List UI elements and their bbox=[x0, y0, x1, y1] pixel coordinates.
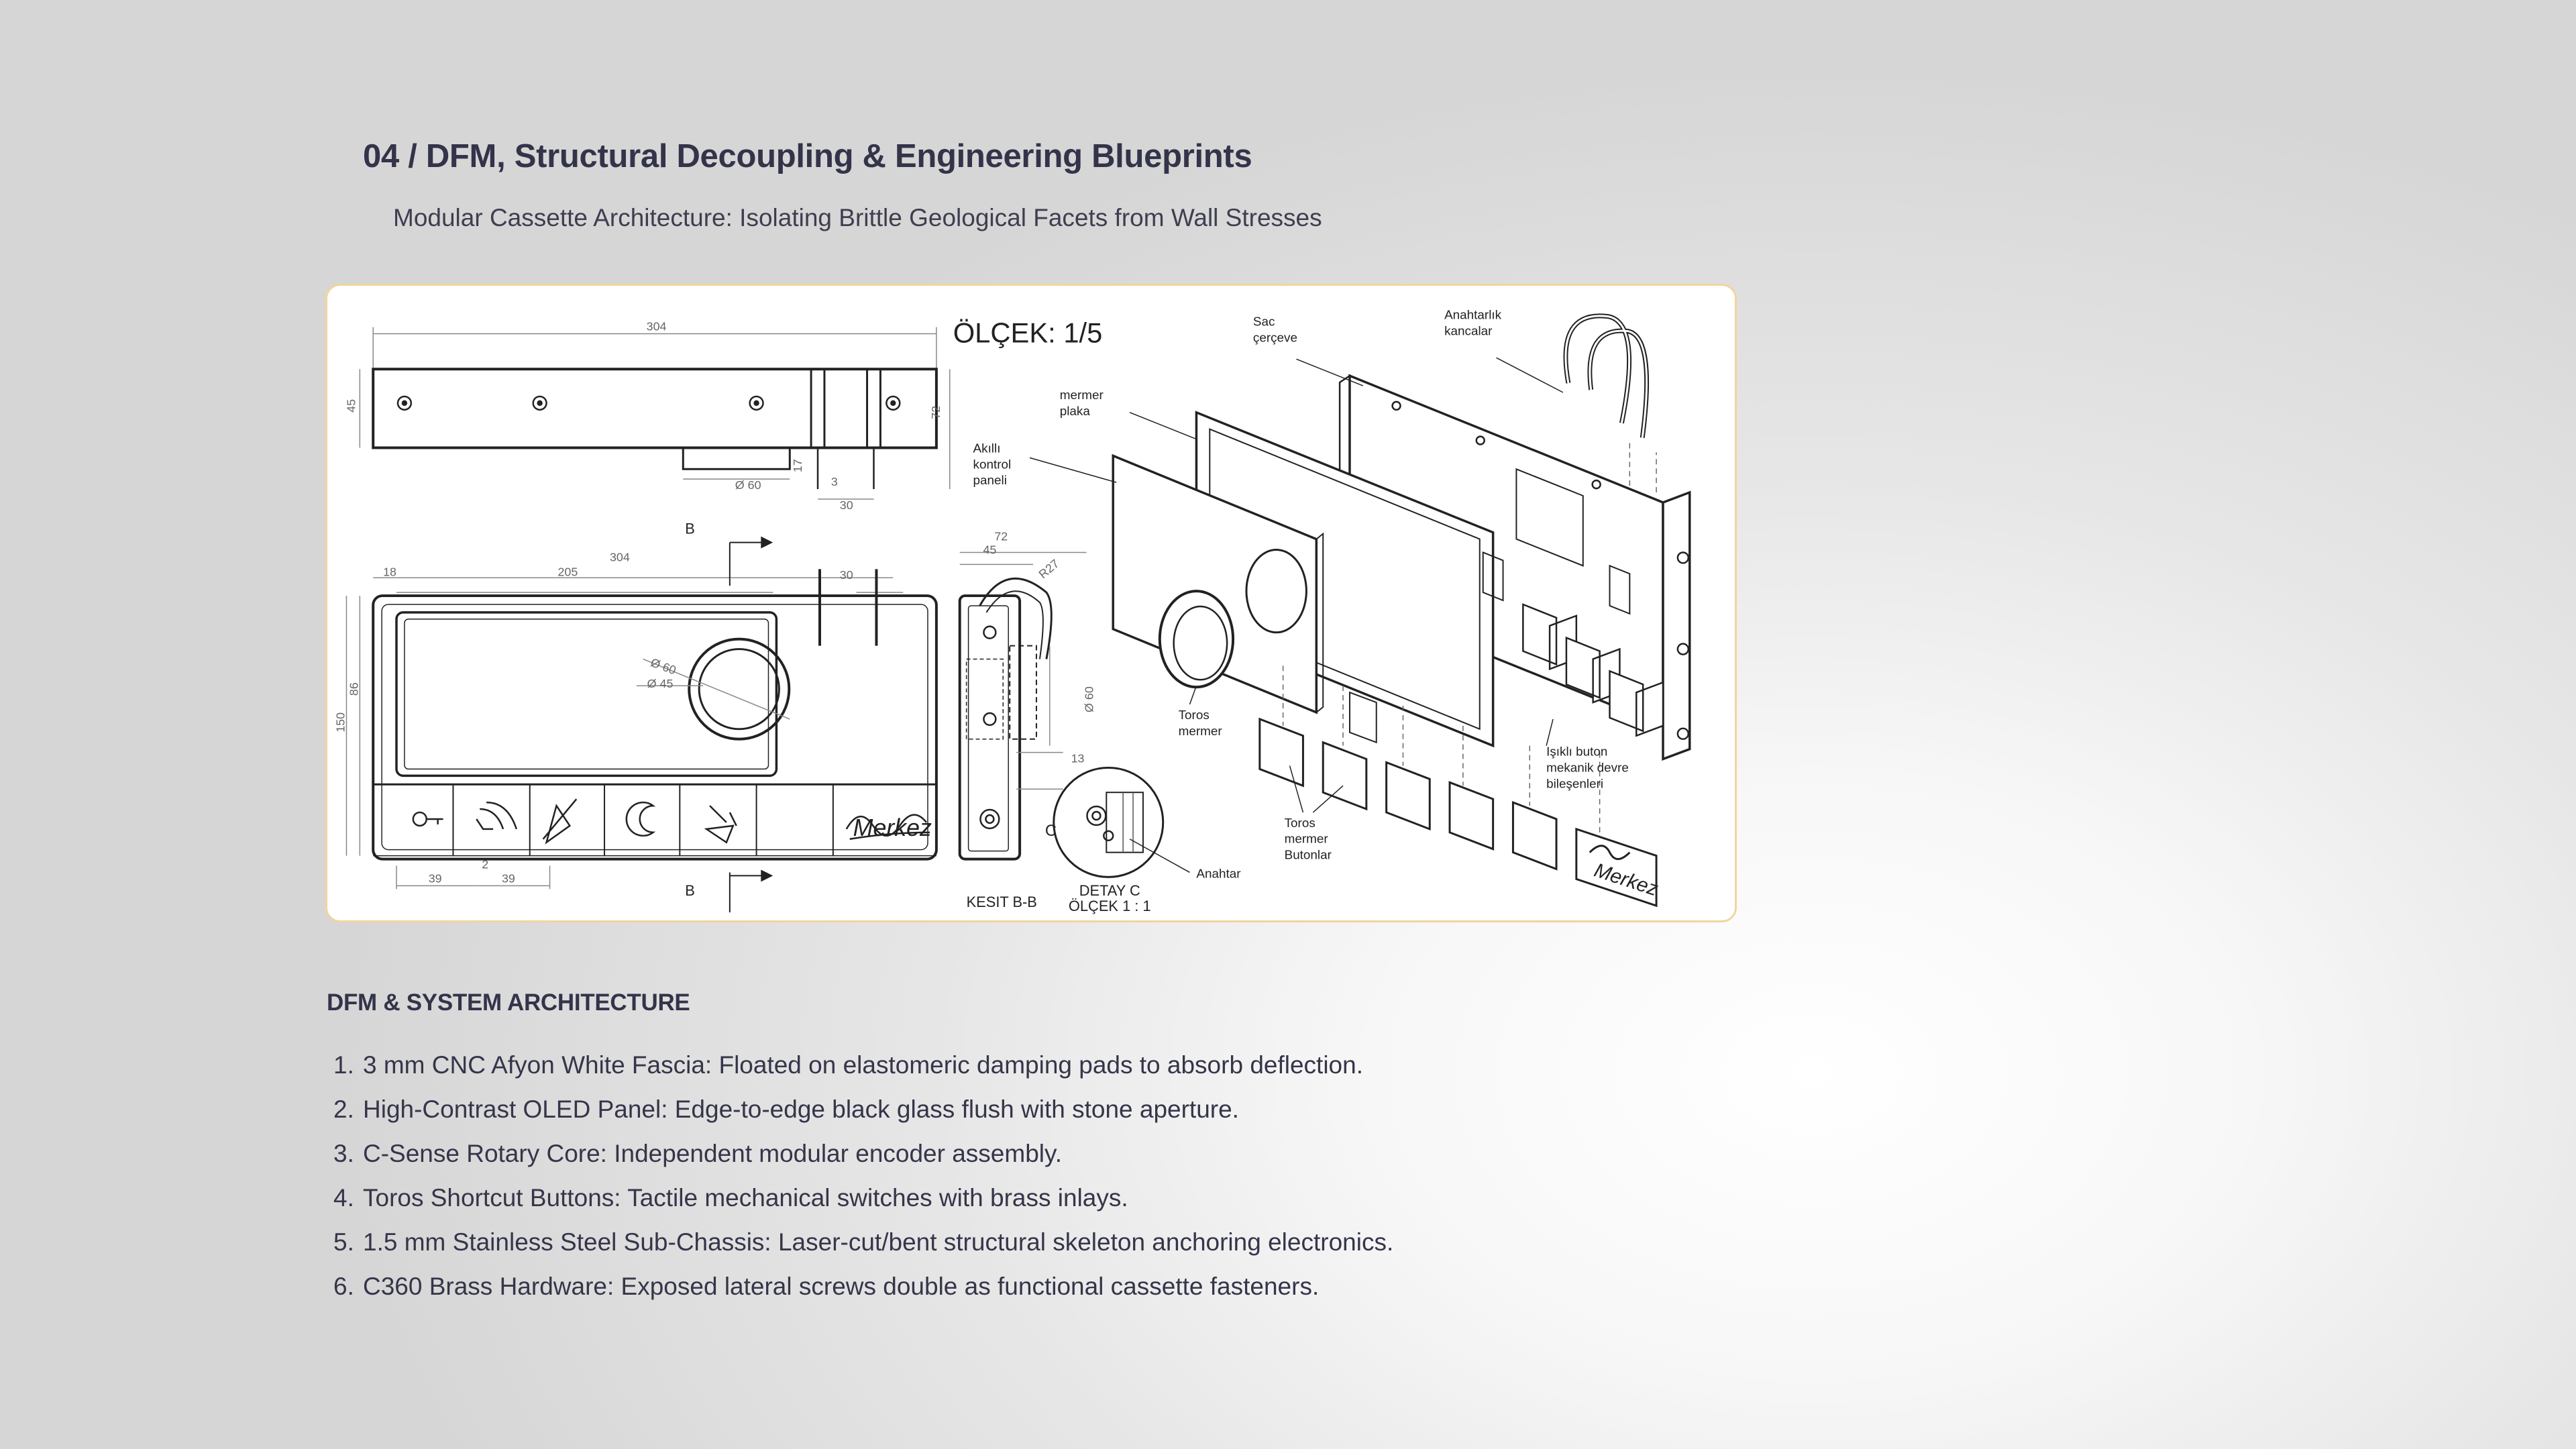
dimension-label: Ø 45 bbox=[647, 677, 674, 690]
detail-scale-label: ÖLÇEK 1 : 1 bbox=[1069, 898, 1151, 914]
list-item: 1. 3 mm CNC Afyon White Fascia: Floated o… bbox=[333, 1043, 1393, 1087]
item-text: 3 mm CNC Afyon White Fascia: Floated on … bbox=[363, 1051, 1363, 1079]
list-item: 6. C360 Brass Hardware: Exposed lateral s… bbox=[333, 1265, 1393, 1309]
detail-label: DETAY C bbox=[1079, 882, 1140, 899]
engineering-blueprint: ÖLÇEK: 1/5 KESIT B-B DETAY C ÖLÇEK 1 : 1… bbox=[333, 309, 1691, 914]
page-subtitle: Modular Cassette Architecture: Isolating… bbox=[393, 204, 1322, 231]
dimension-label: Ø 60 bbox=[649, 655, 678, 677]
dimension-label: 304 bbox=[610, 550, 630, 564]
dimension-label: 39 bbox=[502, 871, 515, 885]
item-number: 1. bbox=[333, 1051, 354, 1079]
item-number: 3. bbox=[333, 1140, 354, 1167]
section-b-b bbox=[958, 551, 1087, 861]
scale-label: ÖLÇEK: 1/5 bbox=[953, 317, 1103, 348]
architecture-list: 1. 3 mm CNC Afyon White Fascia: Floated o… bbox=[333, 1043, 1393, 1309]
dimension-label: 17 bbox=[791, 459, 804, 472]
dimension-label: 30 bbox=[840, 498, 853, 512]
dimension-label: 3 bbox=[831, 475, 838, 488]
blueprint-frame: ÖLÇEK: 1/5 KESIT B-B DETAY C ÖLÇEK 1 : 1… bbox=[325, 284, 1737, 922]
page-title: 04 / DFM, Structural Decoupling & Engine… bbox=[363, 138, 1252, 174]
dimension-label: R27 bbox=[1036, 557, 1062, 581]
dimension-label: Ø 60 bbox=[1082, 686, 1095, 712]
signature-logo: Merkez bbox=[853, 814, 932, 841]
item-text: C-Sense Rotary Core: Independent modular… bbox=[363, 1140, 1063, 1167]
dimension-label: 72 bbox=[929, 406, 943, 419]
section-mark: B bbox=[685, 521, 695, 537]
list-item: 3. C-Sense Rotary Core: Independent modul… bbox=[333, 1132, 1393, 1176]
dimension-label: 304 bbox=[647, 320, 667, 333]
dimension-label: 72 bbox=[994, 530, 1008, 543]
list-item: 5. 1.5 mm Stainless Steel Sub-Chassis: La… bbox=[333, 1220, 1393, 1265]
dimension-label: 86 bbox=[347, 682, 360, 696]
dimension-label: 45 bbox=[344, 399, 358, 413]
front-view bbox=[345, 536, 938, 913]
switch-label: Anahtar bbox=[1196, 867, 1240, 881]
item-text: Toros Shortcut Buttons: Tactile mechanic… bbox=[363, 1184, 1128, 1212]
top-view bbox=[359, 327, 951, 500]
list-item: 4. Toros Shortcut Buttons: Tactile mechan… bbox=[333, 1176, 1393, 1220]
architecture-heading: DFM & SYSTEM ARCHITECTURE bbox=[327, 989, 690, 1016]
item-number: 6. bbox=[333, 1273, 354, 1300]
item-number: 2. bbox=[333, 1095, 354, 1123]
item-text: 1.5 mm Stainless Steel Sub-Chassis: Lase… bbox=[363, 1228, 1394, 1256]
item-number: 4. bbox=[333, 1184, 354, 1212]
dimension-label: 2 bbox=[482, 857, 488, 871]
dimension-label: 150 bbox=[333, 712, 347, 733]
blueprint-labels: ÖLÇEK: 1/5 KESIT B-B DETAY C ÖLÇEK 1 : 1… bbox=[333, 309, 1628, 914]
detail-c bbox=[1053, 766, 1190, 878]
dimension-label: 39 bbox=[429, 871, 442, 885]
item-number: 5. bbox=[333, 1228, 354, 1256]
section-mark: B bbox=[685, 882, 695, 899]
dimension-label: 45 bbox=[983, 543, 996, 556]
item-text: C360 Brass Hardware: Exposed lateral scr… bbox=[363, 1273, 1320, 1300]
list-item: 2. High-Contrast OLED Panel: Edge-to-edge… bbox=[333, 1087, 1393, 1132]
dimension-label: 30 bbox=[840, 568, 853, 582]
item-text: High-Contrast OLED Panel: Edge-to-edge b… bbox=[363, 1095, 1239, 1123]
dimension-label: 18 bbox=[383, 565, 396, 578]
dimension-label: 13 bbox=[1071, 751, 1085, 765]
section-mark: C bbox=[1045, 822, 1057, 840]
dimension-label: Ø 60 bbox=[735, 478, 761, 492]
section-label: KESIT B-B bbox=[967, 894, 1037, 910]
dimension-label: 205 bbox=[557, 565, 578, 578]
exploded-view bbox=[1029, 313, 1691, 908]
